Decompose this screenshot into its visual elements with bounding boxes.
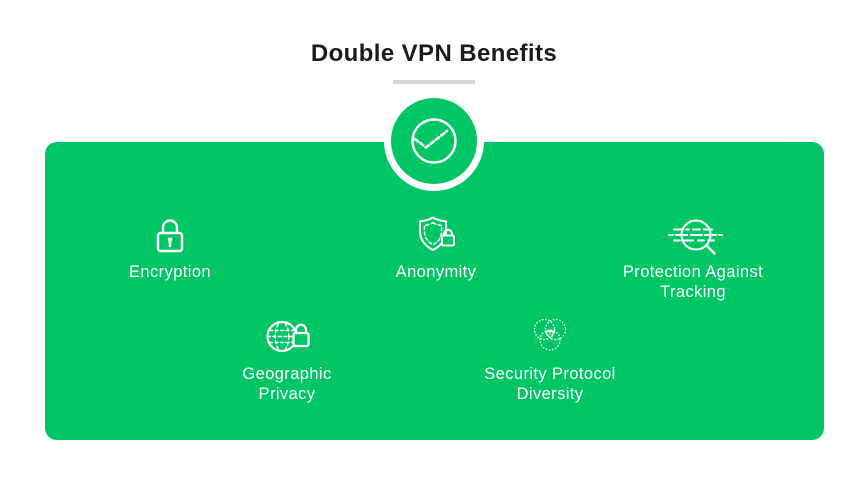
benefits-panel: Encryption Anonymity xyxy=(45,142,824,440)
lock-icon xyxy=(151,212,189,258)
benefit-anonymity: Anonymity xyxy=(336,212,536,282)
page-title: Double VPN Benefits xyxy=(310,40,558,67)
benefit-label: Anonymity xyxy=(395,263,477,281)
benefit-label: Security Protocol Diversity xyxy=(484,365,616,403)
check-icon xyxy=(391,98,477,184)
globe-lock-icon xyxy=(261,314,313,360)
check-badge-circle xyxy=(391,98,477,184)
benefit-protection-against-tracking: Protection Against Tracking xyxy=(593,212,793,302)
venn-diagram-icon xyxy=(528,314,572,360)
benefit-security-protocol-diversity: Security Protocol Diversity xyxy=(450,314,650,404)
magnifier-tracking-icon xyxy=(658,212,728,258)
shield-lock-icon xyxy=(413,212,459,258)
title-divider xyxy=(393,80,475,84)
benefit-label: Encryption xyxy=(129,263,211,281)
benefit-label: Protection Against Tracking xyxy=(622,263,764,301)
benefit-encryption: Encryption xyxy=(70,212,270,282)
benefit-label: Geographic Privacy xyxy=(242,365,332,403)
benefit-geographic-privacy: Geographic Privacy xyxy=(187,314,387,404)
check-badge xyxy=(384,91,484,191)
